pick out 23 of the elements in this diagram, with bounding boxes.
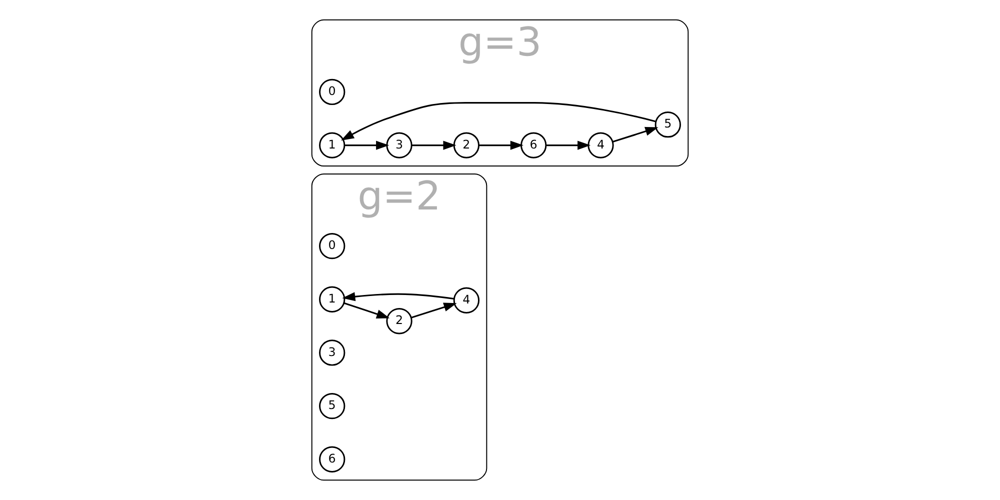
node-circle: 0 [319, 232, 346, 260]
node-circle: 0 [319, 78, 346, 106]
arrow [340, 102, 656, 141]
node-circle: 3 [319, 340, 346, 366]
node-circle: 3 [386, 132, 412, 158]
arrow [344, 302, 390, 318]
node-circle: 1 [319, 132, 346, 158]
node-circle: 5 [654, 111, 681, 138]
node-circle: 4 [453, 287, 480, 314]
arrow [612, 126, 658, 143]
node-circle: 4 [588, 132, 614, 158]
arrow [342, 292, 454, 302]
node-circle: 5 [319, 392, 346, 420]
node-circle: 2 [453, 132, 480, 158]
arrow [546, 140, 591, 150]
arrow [411, 302, 457, 318]
node-circle: 2 [386, 308, 412, 334]
arrow [412, 140, 456, 150]
node-circle: 6 [319, 446, 346, 472]
arrow [344, 140, 390, 150]
node-circle: 1 [319, 286, 346, 312]
arrow [479, 140, 524, 150]
node-circle: 6 [520, 132, 547, 158]
